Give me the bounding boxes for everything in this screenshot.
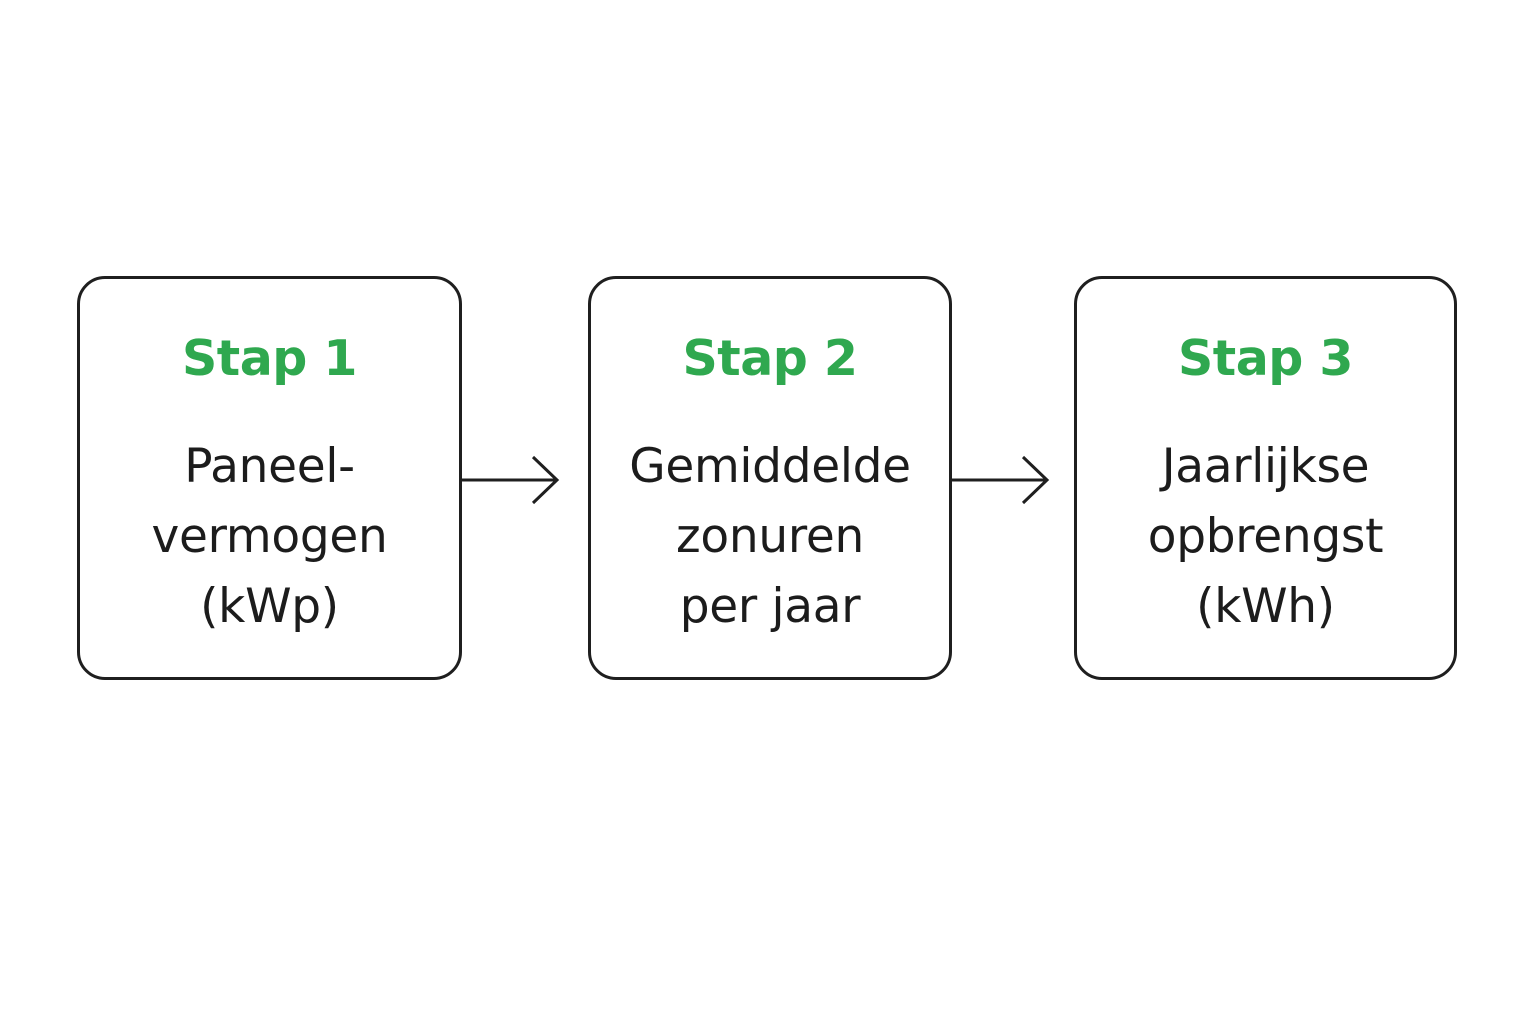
step-description-line: vermogen	[151, 509, 388, 564]
step-description-line: (kWp)	[200, 579, 339, 634]
step-box-3: Stap 3 Jaarlijkse opbrengst (kWh)	[1074, 276, 1457, 680]
step-box-1: Stap 1 Paneel- vermogen (kWp)	[77, 276, 462, 680]
step-title: Stap 2	[682, 330, 858, 387]
step-description-line: zonuren	[676, 509, 864, 564]
step-description: Paneel- vermogen (kWp)	[80, 432, 459, 642]
step-title: Stap 1	[181, 330, 358, 387]
arrow-right-icon	[461, 455, 560, 505]
step-box-2: Stap 2 Gemiddelde zonuren per jaar	[588, 276, 952, 680]
step-title: Stap 3	[1177, 330, 1354, 387]
step-description-line: opbrengst	[1147, 509, 1384, 564]
arrow-right-icon	[951, 455, 1050, 505]
step-description: Jaarlijkse opbrengst (kWh)	[1077, 432, 1454, 642]
step-description-line: (kWh)	[1196, 579, 1335, 634]
step-description-line: Jaarlijkse	[1161, 439, 1370, 494]
step-description: Gemiddelde zonuren per jaar	[591, 432, 949, 642]
step-description-line: Gemiddelde	[629, 439, 911, 494]
step-description-line: per jaar	[679, 579, 861, 634]
step-description-line: Paneel-	[184, 439, 355, 494]
